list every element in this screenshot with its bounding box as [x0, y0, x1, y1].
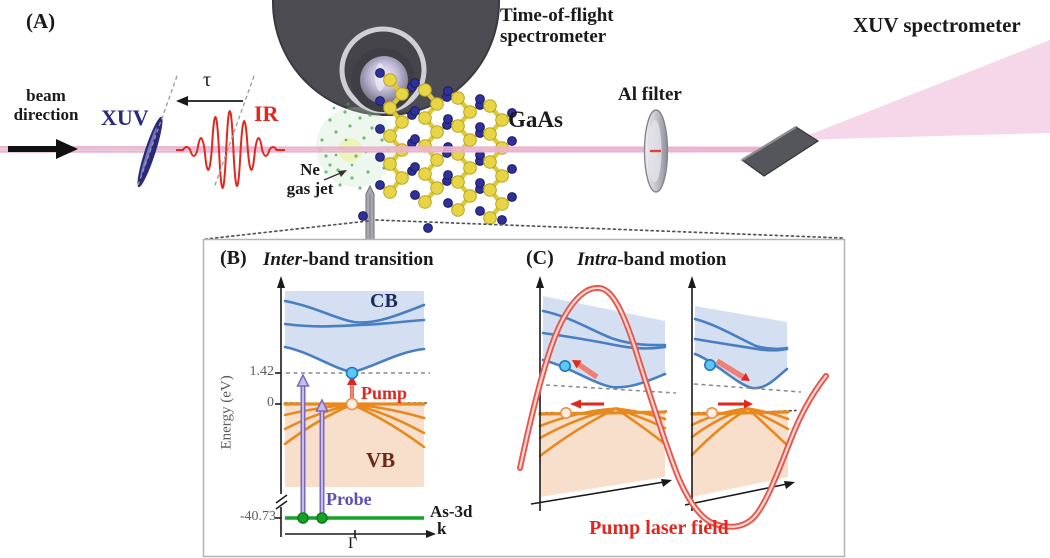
- panel-b-band-diagram: [274, 276, 436, 538]
- panel-c-title: Intra-band motion: [577, 249, 726, 270]
- ir-pulse-wave: [176, 110, 285, 189]
- hole-dot: [705, 406, 718, 419]
- vb-label: VB: [366, 448, 396, 472]
- al-filter-illustration: [643, 109, 669, 193]
- electron-dot: [703, 358, 716, 371]
- panel-c-title-rest: -band motion: [617, 249, 727, 270]
- ir-label: IR: [254, 101, 279, 126]
- al-filter-label: Al filter: [618, 84, 682, 105]
- panel-c-title-italic: Intra: [577, 249, 618, 270]
- delay-tau-marker: [136, 75, 255, 189]
- energy-axis: [536, 276, 544, 511]
- cb-label: CB: [370, 290, 398, 312]
- tick-label-core-level: -40.73: [239, 509, 276, 524]
- panel-c-left-diagram: [530, 276, 677, 511]
- k-axis-label: k: [437, 519, 447, 538]
- callout-dashed-lines: [205, 219, 844, 240]
- gamma-label: Γ: [348, 535, 358, 552]
- electron-motion-arrow: [715, 358, 750, 381]
- hole-dot: [345, 397, 359, 411]
- beam-direction-arrow: [8, 139, 78, 159]
- energy-axis: [688, 276, 696, 511]
- panel-a-label: (A): [26, 9, 56, 33]
- pump-arrow: [347, 375, 357, 400]
- k-axis: [285, 530, 436, 538]
- electron-dot: [558, 359, 571, 372]
- pump-laser-field-wave: [517, 284, 829, 530]
- pump-label: Pump: [361, 383, 408, 403]
- probe-label: Probe: [326, 489, 372, 509]
- panel-b-title-rest: -band transition: [302, 249, 434, 270]
- grating-illustration: [740, 126, 820, 177]
- tof-label: Time-of-flight spectrometer: [500, 5, 614, 48]
- gaas-crystal-illustration: [358, 69, 517, 233]
- beam-direction-label: beam direction: [13, 86, 79, 125]
- gaas-label: GaAs: [508, 107, 563, 132]
- beam-line: [0, 145, 767, 153]
- electron-motion-arrow: [572, 360, 599, 380]
- ne-gas-jet-label: Ne gas jet: [286, 160, 334, 199]
- energy-axis: [274, 276, 288, 537]
- hole-motion-arrow: [718, 399, 753, 409]
- xuv-spectrometer-beam-fan: [796, 40, 1050, 140]
- panel-bc-box: [202, 238, 846, 558]
- electron-dot: [345, 366, 359, 380]
- tof-spectrometer-illustration: [272, 0, 500, 116]
- panel-c-label: (C): [526, 247, 554, 269]
- tick-label-cb-min: 1.42: [249, 364, 275, 379]
- probe-arrows: [296, 373, 329, 519]
- xuv-spectrometer-label: XUV spectrometer: [853, 13, 1021, 37]
- pump-laser-field-label: Pump laser field: [589, 517, 729, 539]
- panel-b-label: (B): [220, 247, 247, 269]
- tick-label-vb-top: 0: [267, 395, 274, 410]
- energy-axis-label: Energy (eV): [218, 375, 235, 450]
- panel-c-right-diagram: [684, 276, 802, 511]
- hole-motion-arrow: [570, 399, 604, 409]
- ne-jet-pointer-arrow: [323, 170, 347, 181]
- panel-b-title-italic: Inter: [263, 249, 303, 270]
- as-3d-core-level: [285, 512, 424, 524]
- panel-b-title: Inter-band transition: [263, 249, 434, 270]
- as-3d-label: As-3d: [430, 502, 473, 521]
- tau-label: τ: [203, 69, 212, 91]
- xuv-label: XUV: [101, 105, 149, 130]
- hole-dot: [559, 406, 572, 419]
- k-axis: [530, 479, 672, 505]
